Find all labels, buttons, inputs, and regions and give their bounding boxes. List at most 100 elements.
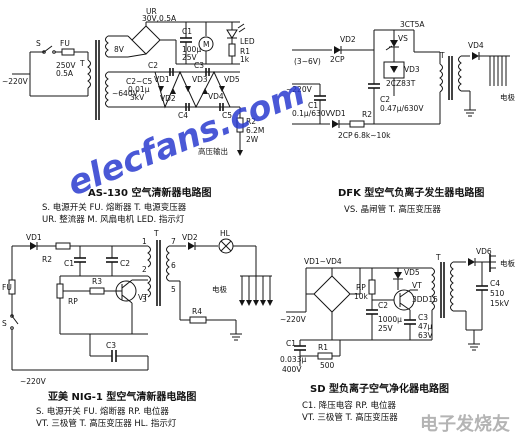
- label-c4: C4: [178, 111, 188, 120]
- diagram-dfk: [292, 29, 510, 128]
- label-dfk-r2: R2: [362, 110, 372, 119]
- label-dfk-vs-type: 3CT5A: [400, 20, 425, 29]
- needle-tip: [239, 300, 245, 306]
- resistor-r4: [189, 316, 207, 324]
- label-c3: C3: [194, 61, 204, 70]
- label-fu: FU: [60, 39, 70, 48]
- caption-dfk: DFK 型空气负离子发生器电路图: [338, 186, 484, 199]
- caption-nig1: 亚美 NIG-1 型空气清新器电路图: [48, 390, 196, 403]
- label-dfk-c1-val: 0.1μ/630V: [292, 109, 332, 118]
- resistor-r2: [349, 120, 365, 128]
- label-sd-vt: VT: [412, 281, 422, 290]
- diagram-nig1: [8, 238, 273, 371]
- transformer-t-primary: [439, 63, 443, 93]
- label-c2: C2: [148, 61, 158, 70]
- label-sd-vd1vd4: VD1~VD4: [304, 257, 342, 266]
- label-nig-p1: 1: [142, 237, 147, 246]
- led-indicator: [226, 29, 238, 39]
- label-sd-rp-val: 10k: [354, 292, 369, 301]
- label-dfk-vd1: VD1: [330, 109, 346, 118]
- needle-tip: [246, 300, 252, 306]
- caption-sd: SD 型负离子空气净化器电路图: [310, 382, 449, 395]
- label-ur-rating: 30V,0.5A: [142, 14, 177, 23]
- switch-contact: [10, 326, 14, 330]
- label-sd-c2-val: 1000μ: [378, 315, 402, 324]
- label-dfk-mains: ~220V: [286, 85, 313, 94]
- label-sd-vd6: VD6: [476, 247, 492, 256]
- label-r2-val: 6.2M: [246, 126, 264, 135]
- label-dfk-r2-val: 6.8k~10k: [354, 131, 391, 140]
- label-nig-p7: 7: [171, 237, 176, 246]
- label-nig-t: T: [153, 229, 159, 238]
- transistor-vt: [115, 280, 137, 302]
- label-nig-p6: 6: [171, 261, 176, 270]
- label-sd-c1-volt: 400V: [282, 365, 302, 374]
- thyristor-gate: [385, 45, 393, 51]
- label-dfk-electrode: 电极: [500, 92, 515, 102]
- label-c1-val: 100μ: [182, 45, 201, 54]
- label-nig-p5: 5: [171, 285, 176, 294]
- switch-contact: [10, 314, 14, 318]
- label-nig-c1: C1: [64, 259, 74, 268]
- transformer-t-winding-2: [147, 275, 151, 298]
- label-sd-c4-val: 510: [490, 289, 505, 298]
- output-arrow: [237, 150, 243, 156]
- label-sd-c2: C2: [378, 301, 388, 310]
- label-c1: C1: [182, 27, 192, 36]
- transformer-t-winding-1: [147, 245, 151, 268]
- label-led: LED: [240, 37, 255, 46]
- transistor-vt: [393, 289, 415, 311]
- legend-dfk-line1: VS. 晶闸管 T. 高压变压器: [344, 204, 441, 215]
- diagram-sd: [286, 254, 496, 366]
- label-c1-volt: 25V: [182, 53, 198, 62]
- label-nig-vd1: VD1: [26, 233, 42, 242]
- label-sd-r1: R1: [318, 343, 328, 352]
- transistor-vt-collector: [399, 289, 411, 298]
- label-nig-r3: R3: [92, 277, 102, 286]
- label-sd-vt-type: 3DD15: [412, 295, 438, 304]
- transformer-secondary-640v: [105, 71, 109, 108]
- legend-nig1-line1: S. 电源开关 FU. 熔断器 RP. 电位器: [36, 406, 169, 417]
- label-sd-t: T: [435, 253, 441, 262]
- switch-contact: [52, 50, 56, 54]
- label-s: S: [36, 39, 41, 48]
- label-fu-rating: 250V: [56, 61, 76, 70]
- diode-vd2: [334, 46, 341, 54]
- transformer-t-secondary: [458, 55, 462, 92]
- needle-tip: [260, 300, 266, 306]
- label-nig-rp: RP: [68, 297, 78, 306]
- label-r1: R1: [240, 47, 250, 56]
- label-sd-c2-volt: 25V: [378, 324, 394, 333]
- diode-vd4: [202, 88, 208, 94]
- diode-vd3: [390, 66, 398, 73]
- resistor-r3: [89, 287, 105, 295]
- label-mains: ~220V: [2, 77, 29, 86]
- label-vd4: VD4: [208, 92, 224, 101]
- label-sd-c4-volt: 15kV: [490, 299, 510, 308]
- label-sd-c4: C4: [490, 279, 500, 288]
- label-vd5: VD5: [224, 75, 240, 84]
- wire: [127, 35, 133, 41]
- label-vd1: VD1: [154, 75, 170, 84]
- label-c2c5-volt: 3kV: [130, 93, 145, 102]
- label-nig-p2: 2: [142, 265, 147, 274]
- diode-vd1: [158, 86, 164, 92]
- transistor-vt-emitter: [399, 302, 411, 311]
- label-nig-fu: FU: [2, 283, 12, 292]
- transformer-t-primary: [431, 267, 435, 311]
- label-8v: 8V: [114, 45, 125, 54]
- label-sd-c3: C3: [418, 313, 428, 322]
- wire: [127, 53, 147, 58]
- diode-vd3: [185, 86, 191, 92]
- potentiometer-rp: [368, 279, 376, 295]
- label-nig-hl: HL: [220, 229, 231, 238]
- label-640v: ~640V: [112, 89, 139, 98]
- legend-nig1-line2: VT. 三极管 T. 高压变压器 HL. 指示灯: [36, 418, 177, 429]
- label-nig-vd2: VD2: [182, 233, 198, 242]
- label-fu-rating2: 0.5A: [56, 69, 74, 78]
- transformer-secondary-8v: [105, 35, 109, 58]
- label-r2: R2: [246, 117, 256, 126]
- led-ray: [237, 23, 245, 29]
- label-dfk-vs: VS: [398, 34, 408, 43]
